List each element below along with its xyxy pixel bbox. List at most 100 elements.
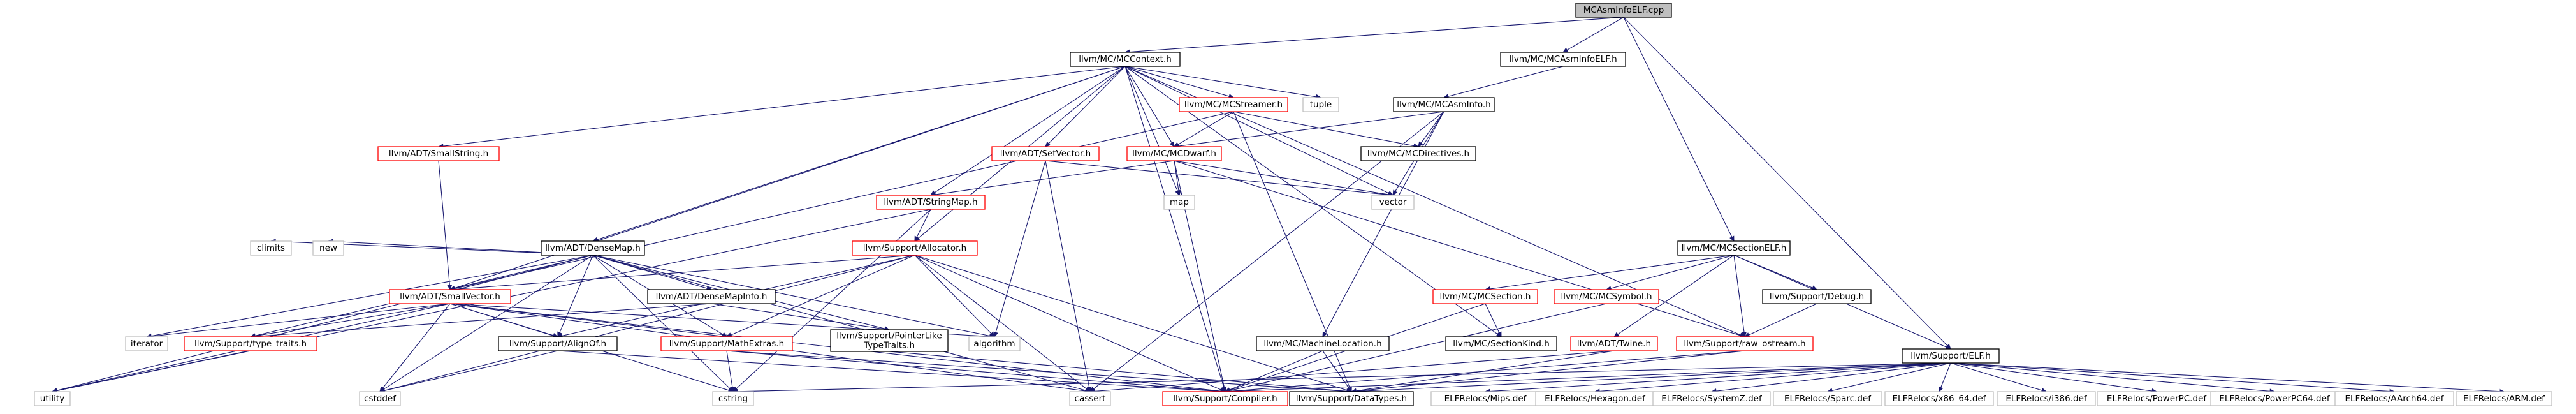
node-new[interactable]: new	[312, 240, 344, 256]
node-climits[interactable]: climits	[250, 240, 292, 256]
edge-mccontext-to-compiler	[1124, 66, 1226, 393]
node-cstring[interactable]: cstring	[712, 391, 754, 406]
node-label: llvm/MC/MCStreamer.h	[1184, 100, 1283, 110]
node-label: ELFRelocs/ARM.def	[2463, 394, 2545, 404]
node-mcdwarf[interactable]: llvm/MC/MCDwarf.h	[1126, 146, 1222, 161]
node-label: llvm/MC/MCDirectives.h	[1367, 149, 1469, 159]
node-mcsymbol[interactable]: llvm/MC/MCSymbol.h	[1554, 289, 1659, 304]
node-iterator[interactable]: iterator	[125, 336, 168, 351]
node-label: iterator	[131, 339, 163, 349]
node-label: ELFRelocs/x86_64.def	[1893, 394, 1987, 404]
node-mcsection[interactable]: llvm/MC/MCSection.h	[1432, 289, 1538, 304]
edge-root-to-mcsectionelf	[1623, 17, 1735, 242]
node-mcsectionelf[interactable]: llvm/MC/MCSectionELF.h	[1677, 240, 1791, 256]
node-cstddef[interactable]: cstddef	[359, 391, 401, 406]
node-twine[interactable]: llvm/ADT/Twine.h	[1570, 336, 1658, 351]
node-arm[interactable]: ELFRelocs/ARM.def	[2456, 391, 2552, 406]
edge-supportelf-to-mips	[1484, 362, 1951, 394]
node-label: ELFRelocs/AArch64.def	[2345, 394, 2444, 404]
node-x86-64[interactable]: ELFRelocs/x86_64.def	[1884, 391, 1994, 406]
edge-supportelf-to-powerpc	[1950, 362, 2158, 394]
node-mcstreamer[interactable]: llvm/MC/MCStreamer.h	[1179, 97, 1288, 112]
node-label: llvm/ADT/StringMap.h	[884, 197, 977, 207]
edge-mcstreamer-to-mcdirectives	[1233, 111, 1420, 149]
node-mcmachineloc[interactable]: llvm/MC/MachineLocation.h	[1256, 336, 1390, 351]
node-label: llvm/ADT/Twine.h	[1577, 339, 1651, 349]
node-label: llvm/MC/SectionKind.h	[1453, 339, 1550, 349]
node-label: ELFRelocs/i386.def	[2005, 394, 2088, 404]
edge-mcdwarf-to-rawostream	[1174, 160, 1746, 338]
edge-mccontext-to-mcdwarf	[1124, 66, 1175, 148]
node-compiler[interactable]: llvm/Support/Compiler.h	[1162, 391, 1288, 406]
node-vector[interactable]: vector	[1371, 195, 1415, 210]
node-mcasminfo[interactable]: llvm/MC/MCAsmInfo.h	[1393, 97, 1495, 112]
node-label: llvm/Support/Debug.h	[1770, 292, 1864, 302]
edge-mccontext-to-tuple	[1124, 66, 1322, 100]
node-allocator[interactable]: llvm/Support/Allocator.h	[852, 240, 978, 256]
node-alignof[interactable]: llvm/Support/AlignOf.h	[498, 336, 618, 351]
node-supportelf[interactable]: llvm/Support/ELF.h	[1902, 348, 2000, 364]
node-mips[interactable]: ELFRelocs/Mips.def	[1430, 391, 1540, 406]
edge-mcasminfoelf-to-mcasminfo	[1443, 66, 1564, 99]
node-setvector[interactable]: llvm/ADT/SetVector.h	[991, 146, 1100, 161]
node-tuple[interactable]: tuple	[1302, 97, 1339, 112]
edge-alignof-to-cstddef	[379, 350, 558, 394]
edge-mccontext-to-vector	[1124, 66, 1394, 196]
node-label: climits	[257, 243, 285, 253]
node-label: llvm/ADT/DenseMapInfo.h	[656, 292, 768, 302]
edge-allocator-to-cstddef	[379, 255, 915, 394]
edge-densemap-to-cstddef	[379, 255, 593, 392]
node-typetraits[interactable]: llvm/Support/type_traits.h	[184, 336, 317, 351]
node-label: llvm/Support/Allocator.h	[863, 243, 967, 253]
node-label: llvm/Support/type_traits.h	[194, 339, 307, 349]
node-rawostream[interactable]: llvm/Support/raw_ostream.h	[1676, 336, 1814, 351]
node-sectionkind[interactable]: llvm/MC/SectionKind.h	[1445, 336, 1557, 351]
node-aarch64[interactable]: ELFRelocs/AArch64.def	[2334, 391, 2454, 406]
node-label: llvm/ADT/SmallString.h	[389, 149, 488, 159]
node-smallstring[interactable]: llvm/ADT/SmallString.h	[377, 146, 500, 161]
node-map[interactable]: map	[1163, 195, 1195, 210]
edge-setvector-to-vector	[1045, 160, 1394, 198]
edge-densemap-to-alignof	[557, 255, 593, 338]
edge-mcasminfo-to-mcdwarf	[1173, 111, 1444, 149]
node-root[interactable]: MCAsmInfoELF.cpp	[1575, 3, 1672, 18]
node-label: llvm/Support/ELF.h	[1910, 351, 1991, 361]
node-datatypes[interactable]: llvm/Support/DataTypes.h	[1289, 391, 1414, 406]
node-mccontext[interactable]: llvm/MC/MCContext.h	[1070, 52, 1181, 67]
node-powerpc[interactable]: ELFRelocs/PowerPC.def	[2097, 391, 2216, 406]
edge-mcsectionelf-to-rawostream	[1733, 255, 1747, 338]
node-densemap[interactable]: llvm/ADT/DenseMap.h	[541, 240, 645, 256]
node-utility[interactable]: utility	[34, 391, 71, 406]
edge-smallstring-to-smallvector	[438, 160, 453, 291]
node-label: llvm/MC/MCSymbol.h	[1561, 292, 1652, 302]
node-label: llvm/Support/raw_ostream.h	[1684, 339, 1805, 349]
node-cassert[interactable]: cassert	[1069, 391, 1111, 406]
node-systemz[interactable]: ELFRelocs/SystemZ.def	[1652, 391, 1771, 406]
node-sparc[interactable]: ELFRelocs/Sparc.def	[1773, 391, 1882, 406]
node-label: vector	[1379, 197, 1407, 207]
node-label: ELFRelocs/Hexagon.def	[1545, 394, 1646, 404]
node-smallvector[interactable]: llvm/ADT/SmallVector.h	[389, 289, 511, 304]
node-hexagon[interactable]: ELFRelocs/Hexagon.def	[1535, 391, 1655, 406]
edge-rawostream-to-datatypes	[1350, 350, 1745, 394]
node-label: cstring	[718, 394, 748, 404]
node-mathextras[interactable]: llvm/Support/MathExtras.h	[660, 336, 793, 351]
node-label: llvm/Support/MathExtras.h	[669, 339, 784, 349]
node-mcasminfoelf[interactable]: llvm/MC/MCAsmInfoELF.h	[1500, 52, 1626, 67]
node-label: ELFRelocs/SystemZ.def	[1661, 394, 1763, 404]
node-stringmap[interactable]: llvm/ADT/StringMap.h	[876, 195, 986, 210]
edge-mcdwarf-to-vector	[1174, 160, 1394, 197]
node-powerpc64[interactable]: ELFRelocs/PowerPC64.def	[2210, 391, 2339, 406]
node-algorithm[interactable]: algorithm	[968, 336, 1021, 351]
edge-rawostream-to-compiler	[1224, 350, 1745, 394]
edge-supportelf-to-powerpc64	[1950, 362, 2276, 394]
edge-supportelf-to-arm	[1950, 362, 2505, 394]
node-debug[interactable]: llvm/Support/Debug.h	[1762, 289, 1872, 304]
node-mcdirectives[interactable]: llvm/MC/MCDirectives.h	[1360, 146, 1476, 161]
edge-allocator-to-compiler	[914, 255, 1226, 392]
node-label: algorithm	[973, 339, 1015, 349]
node-densemapinfo[interactable]: llvm/ADT/DenseMapInfo.h	[647, 289, 776, 304]
node-i386[interactable]: ELFRelocs/i386.def	[1997, 391, 2096, 406]
